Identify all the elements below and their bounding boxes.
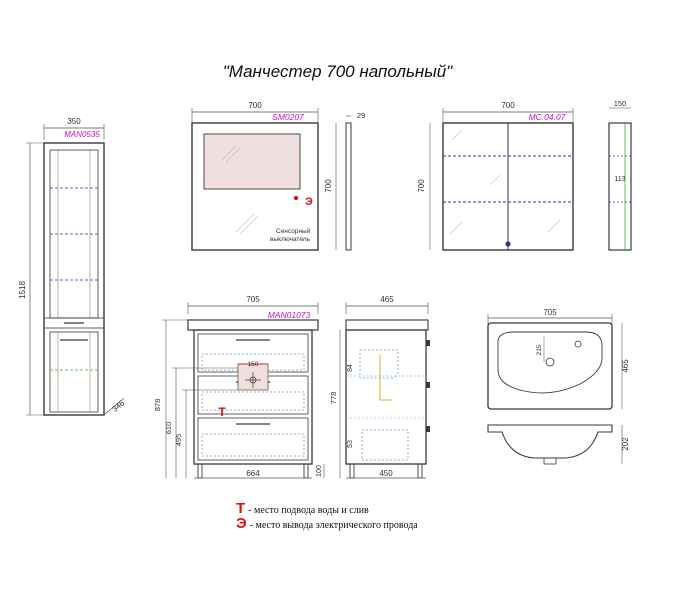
legend-water: Т- место подвода воды и слив <box>236 500 369 517</box>
pencil-depth-label: 346 <box>110 398 126 414</box>
legend-electric-text: - место вывода электрического провода <box>249 520 418 531</box>
sink-top-view: 705 215 465 <box>487 308 630 410</box>
drawing-title: "Манчестер 700 напольный" <box>222 62 453 81</box>
vanity-legs-label: 100 <box>316 465 323 477</box>
sink-height-label: 202 <box>621 437 630 451</box>
mirror-depth-label: 29 <box>357 111 365 120</box>
pencil-width-label: 350 <box>67 117 81 126</box>
cabinet-height-label: 700 <box>417 179 426 193</box>
vanity-side-view: 465 778 84 53 450 <box>329 295 430 479</box>
pencil-height-label: 1518 <box>18 281 27 299</box>
legend-electric-mark: Э <box>236 515 247 532</box>
sink-hole-label: 215 <box>536 344 543 355</box>
vanity-width-label: 705 <box>246 295 260 304</box>
pencil-model-label: MAN0535 <box>64 130 100 139</box>
vanity-side-depth-label: 465 <box>380 295 394 304</box>
sensor-label-line2: выключатель <box>270 236 311 243</box>
legend-electric: Э- место вывода электрического провода <box>236 515 418 532</box>
vanity-sink-top <box>187 319 319 331</box>
sink-section-view: 202 <box>487 424 630 465</box>
pencil-body <box>43 142 105 416</box>
sink-outline <box>487 322 613 410</box>
vanity-bottom-drawer <box>197 417 309 461</box>
legend-water-text: - место подвода воды и слив <box>248 505 369 516</box>
sink-width-label: 705 <box>543 308 557 317</box>
vanity-side-height-label: 778 <box>329 392 338 405</box>
sensor-label-line1: Сенсорный <box>276 227 311 235</box>
side-shelf-label: 113 <box>614 176 625 183</box>
mirror-sensor-mark: Э <box>305 196 313 208</box>
side-depth-label: 150 <box>614 99 627 108</box>
mirror-height-label: 700 <box>324 179 333 193</box>
vanity-h495-label: 495 <box>174 434 183 447</box>
legend-water-mark: Т <box>236 500 246 517</box>
mirror-view: 700 SM0207 Э Сенсорный выключатель 29 70… <box>191 101 365 251</box>
cabinet-width-label: 700 <box>501 101 515 110</box>
vanity-body <box>193 329 313 465</box>
sink-section-outline <box>487 424 613 459</box>
mirror-cabinet-view: 700 MC.04.07 700 <box>417 101 574 251</box>
sensor-switch-dot <box>293 195 299 201</box>
vanity-side-top <box>345 319 429 331</box>
sink-tap-hole <box>574 340 582 348</box>
vanity-side-d84-label: 84 <box>347 364 354 372</box>
pipe-width-label: 150 <box>248 361 259 368</box>
pencil-lower-door <box>49 331 99 413</box>
cabinet-socket-dot <box>505 241 511 247</box>
vanity-side-base-label: 450 <box>379 469 393 478</box>
vanity-water-mark: Т <box>218 405 226 419</box>
side-body <box>608 122 632 251</box>
mirror-side <box>345 122 352 251</box>
mirror-model-label: SM0207 <box>272 112 304 122</box>
vanity-side-d53-label: 53 <box>347 440 354 448</box>
cabinet-side-view: 150 113 <box>608 99 632 251</box>
mirror-light-panel <box>203 133 301 190</box>
vanity-inner-width-label: 664 <box>246 469 260 478</box>
vanity-side-body <box>345 329 427 465</box>
mirror-width-label: 700 <box>248 101 262 110</box>
sink-depth-label: 465 <box>621 359 630 373</box>
sink-drain <box>545 357 555 367</box>
vanity-h610-label: 610 <box>164 422 173 435</box>
pencil-case-view: 350 MAN0535 1518 346 <box>18 117 127 416</box>
sink-bowl <box>497 331 603 394</box>
vanity-model-label: MAN01073 <box>268 310 311 320</box>
vanity-front-view: 705 MAN01073 150 Т <box>153 295 325 479</box>
pencil-drawer <box>43 317 105 329</box>
cabinet-model-label: MC.04.07 <box>529 112 566 122</box>
mirror-frame <box>191 122 319 251</box>
vanity-height-label: 878 <box>153 399 162 412</box>
